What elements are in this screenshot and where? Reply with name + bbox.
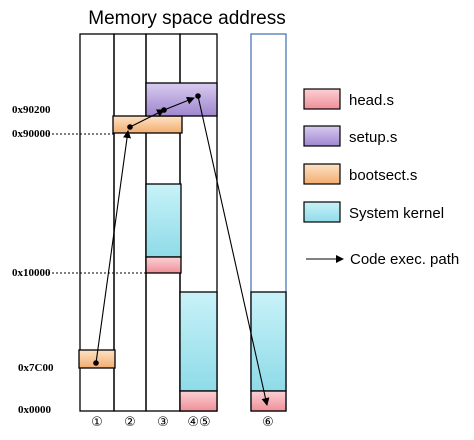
stage-label-1: ①: [91, 415, 103, 430]
column-stage-2: [113, 33, 147, 412]
legend-swatch-head: [303, 88, 341, 110]
legend-label-path: Code exec. path: [350, 251, 459, 268]
kernel-block-stage-6: [250, 291, 287, 392]
address-label-0x7c00: 0x7C00: [18, 362, 54, 374]
legend-label-bootsect: bootsect.s: [349, 167, 417, 184]
legend: head.s setup.s bootsect.s System kernel …: [303, 88, 459, 268]
address-label-0x10000: 0x10000: [12, 267, 51, 279]
address-label-0x90000: 0x90000: [12, 128, 51, 140]
legend-swatch-bootsect: [303, 163, 341, 185]
diagram-title: Memory space address: [88, 8, 285, 29]
kernel-block-stage-3: [145, 183, 182, 258]
path-segment-4: [197, 95, 270, 406]
head-block-stage-6: [250, 390, 287, 412]
memory-blocks: [78, 82, 287, 412]
path-nodes: [93, 93, 201, 366]
address-label-0x0000: 0x0000: [18, 404, 52, 416]
setup-block-stage-3: [145, 82, 218, 117]
kernel-block-stage-4-5: [179, 291, 218, 392]
stage-label-2: ②: [124, 415, 136, 430]
legend-label-head: head.s: [349, 92, 394, 109]
legend-label-kernel: System kernel: [349, 205, 444, 222]
path-segment-3: [163, 96, 195, 111]
address-label-0x90200: 0x90200: [12, 104, 51, 116]
path-node-setup-entry: [161, 107, 167, 113]
address-labels: 0x90200 0x90000 0x10000 0x7C00 0x0000: [12, 104, 54, 416]
path-node-bootsect-start: [93, 360, 99, 366]
legend-swatch-setup: [303, 125, 341, 147]
head-block-stage-3: [145, 256, 182, 274]
stage-label-3: ③: [157, 415, 169, 430]
path-segment-2: [129, 109, 165, 128]
code-exec-path: [95, 95, 270, 406]
legend-label-setup: setup.s: [349, 129, 397, 146]
stage-label-6: ⑥: [262, 415, 274, 430]
stage-label-4-5: ④⑤: [187, 415, 210, 430]
path-segment-1: [95, 130, 132, 364]
path-node-bootsect-moved: [127, 124, 133, 130]
stage-labels: ① ② ③ ④⑤ ⑥: [91, 415, 274, 430]
address-guides: [48, 133, 146, 274]
head-block-stage-4-5: [179, 390, 218, 412]
legend-swatch-kernel: [303, 201, 341, 223]
path-node-setup-exec: [195, 93, 201, 99]
